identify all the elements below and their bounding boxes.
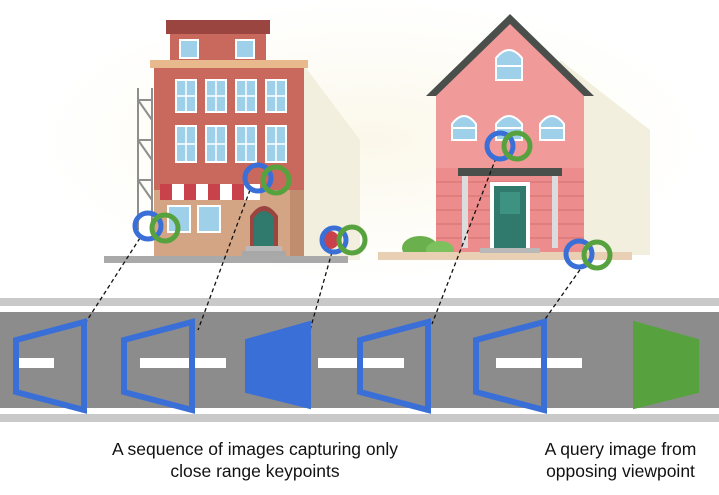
- house-icon: [378, 14, 650, 260]
- camera-sequence-3: [245, 320, 311, 410]
- keypoint-match-2: [242, 162, 292, 196]
- camera-query: [633, 320, 699, 410]
- camera-frustum-icon: [13, 318, 87, 414]
- camera-sequence-5: [473, 318, 547, 414]
- camera-frustum-icon: [357, 318, 431, 414]
- caption-sequence: A sequence of images capturing only clos…: [111, 439, 398, 481]
- keypoint-match-icon: [132, 210, 164, 242]
- keypoint-match-5: [563, 238, 613, 271]
- camera-frustum-icon: [473, 318, 547, 414]
- keypoint-match-3: [319, 224, 368, 256]
- correspondence-lines: [85, 157, 585, 331]
- keypoint-match-icon: [319, 225, 349, 255]
- keypoint-match-1: [132, 210, 181, 244]
- keypoint-match-icon: [484, 130, 516, 162]
- camera-frustum-icon: [245, 320, 311, 410]
- camera-sequence-4: [357, 318, 431, 414]
- keypoint-match-icon: [242, 162, 274, 194]
- camera-sequence-1: [13, 318, 87, 414]
- camera-frustum-icon: [121, 318, 195, 414]
- keypoint-match-icon: [563, 238, 595, 270]
- camera-sequence-2: [121, 318, 195, 414]
- keypoint-match-4: [484, 130, 533, 162]
- camera-frustum-icon: [633, 320, 699, 410]
- caption-query: A query image from opposing viewpoint: [544, 439, 697, 481]
